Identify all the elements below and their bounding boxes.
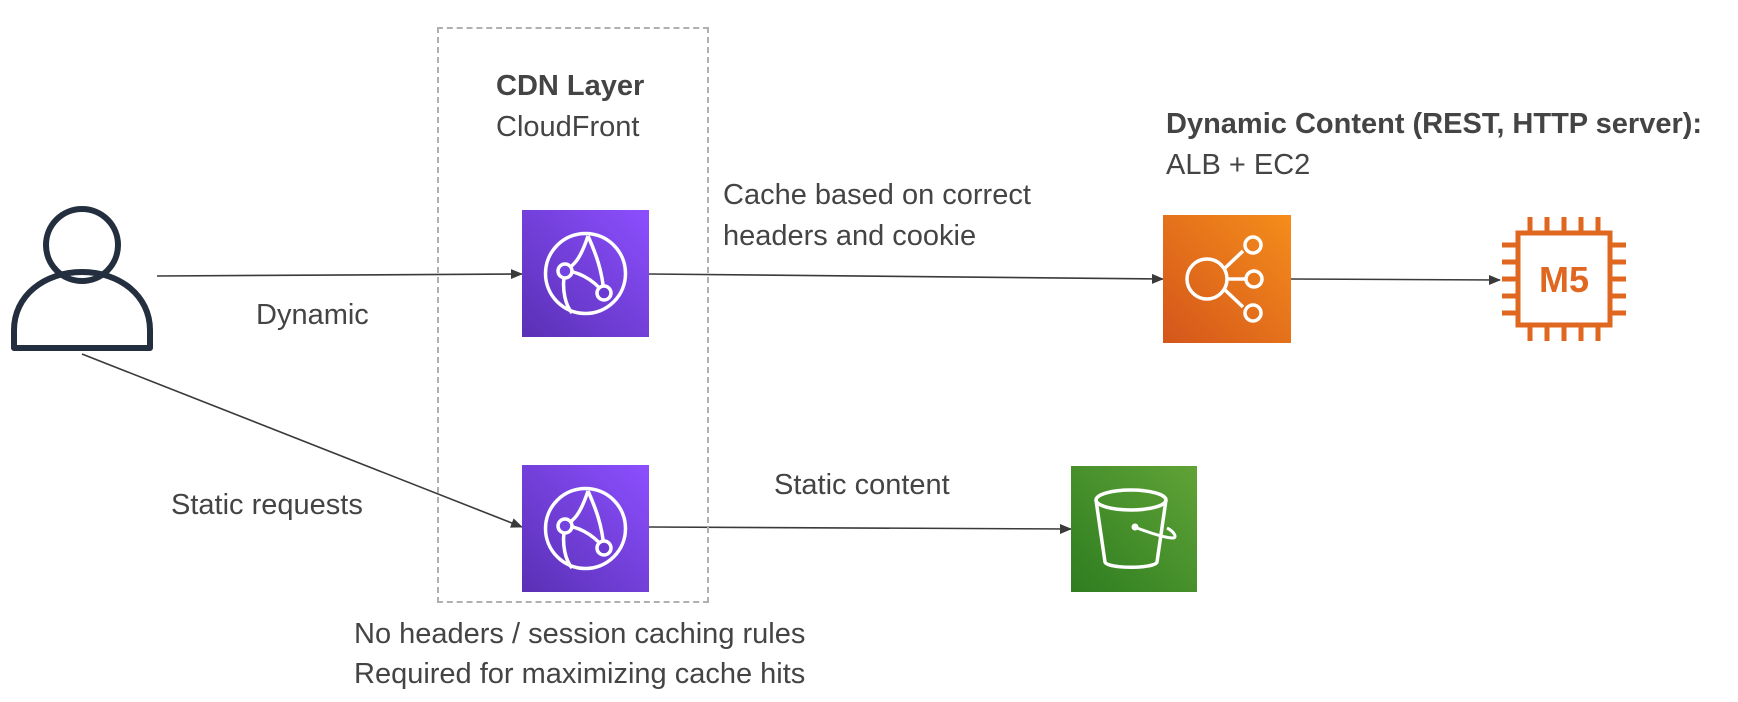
ec2-instance-type-label: M5: [1539, 259, 1589, 300]
cloudfront-icon: [522, 465, 649, 592]
alb-node: [1163, 215, 1291, 343]
label-dynamic: Dynamic: [256, 299, 369, 331]
cdn-layer-service: CloudFront: [496, 111, 640, 143]
load-balancer-icon: [1163, 215, 1291, 343]
edge-alb-to-ec2: [1290, 274, 1501, 285]
edge-cloudfront-to-alb: [648, 273, 1164, 284]
label-cache-rule-line2: headers and cookie: [723, 220, 977, 252]
dynamic-content-service: ALB + EC2: [1166, 149, 1311, 181]
label-no-headers-line2: Required for maximizing cache hits: [354, 658, 806, 690]
s3-node: [1071, 466, 1197, 592]
user-node: [10, 204, 154, 352]
s3-bucket-icon: [1071, 466, 1197, 592]
label-static-content: Static content: [774, 469, 950, 501]
dynamic-content-title: Dynamic Content (REST, HTTP server):: [1166, 108, 1703, 140]
edge-cloudfront-to-s3: [648, 523, 1072, 534]
edge-user-to-cloudfront-static: [81, 353, 523, 528]
cloudfront-icon: [522, 210, 649, 337]
edge-user-to-cloudfront-dynamic: [156, 269, 523, 280]
label-static-requests: Static requests: [171, 489, 363, 521]
user-icon: [11, 206, 153, 351]
label-cache-rule-line1: Cache based on correct: [723, 179, 1031, 211]
cdn-layer-title: CDN Layer: [496, 70, 645, 102]
label-no-headers-line1: No headers / session caching rules: [354, 618, 806, 650]
cdn-layer-group: [437, 27, 709, 603]
ec2-m5-chip-icon: M5: [1502, 217, 1626, 341]
cloudfront-dynamic-node: [522, 210, 649, 337]
cloudfront-static-node: [522, 465, 649, 592]
ec2-node: M5: [1500, 215, 1628, 343]
